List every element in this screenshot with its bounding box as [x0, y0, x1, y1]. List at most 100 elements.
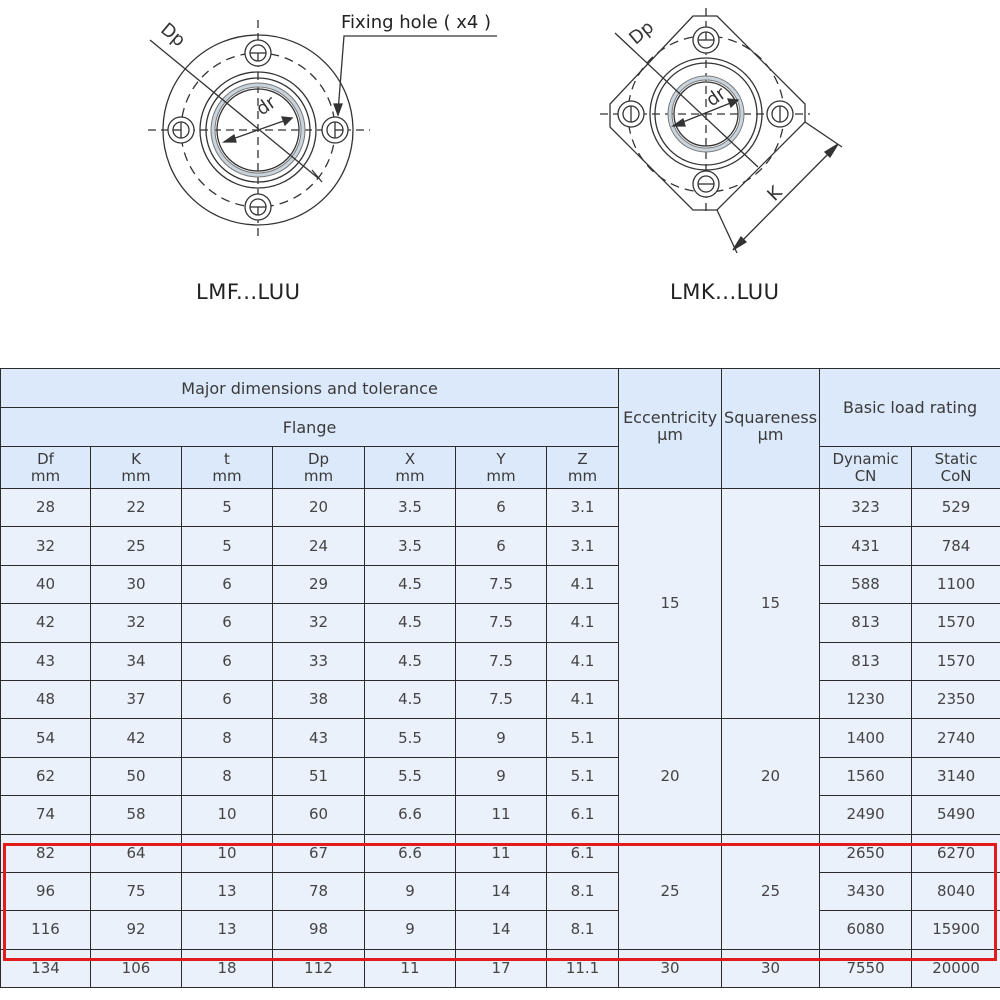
cell-dp: 38: [272, 679, 365, 720]
flange-header: Flange: [0, 407, 620, 447]
cell-x: 3.5: [364, 526, 456, 566]
cell-z: 3.1: [545, 487, 620, 528]
cell-x: 11: [364, 948, 456, 989]
cell-dynamic: 813: [819, 641, 913, 681]
cell-k: 92: [90, 910, 182, 950]
cell-static: 784: [911, 526, 1000, 566]
cell-dynamic: 6080: [819, 910, 913, 950]
cell-dp: 20: [272, 487, 365, 528]
cell-t: 6: [181, 564, 273, 605]
cell-df: 74: [0, 795, 91, 835]
cell-x: 4.5: [364, 564, 456, 605]
cell-z: 6.1: [545, 795, 620, 835]
cell-k: 30: [90, 564, 182, 605]
table-row-highlighted: 82 64 10 67 6.6 11 6.1 25 25 2650 6270: [0, 833, 1000, 950]
cell-dp: 24: [272, 526, 365, 566]
cell-eccentricity: 20: [618, 718, 723, 835]
cell-eccentricity: 25: [618, 833, 723, 950]
cell-dynamic: 431: [819, 526, 913, 566]
table-row: 40 30 6 29 4.5 7.5 4.1 588 1100: [0, 564, 1000, 605]
lmk-drawing: Dp dr K: [580, 0, 880, 270]
cell-df: 42: [0, 603, 91, 643]
cell-z: 5.1: [545, 756, 620, 797]
cell-k: 42: [90, 718, 182, 758]
cell-k: 106: [90, 948, 182, 989]
cell-dynamic: 323: [819, 487, 913, 528]
table-row-highlighted: 96 75 13 78 9 14 8.1 3430 8040: [0, 871, 1000, 912]
cell-z: 8.1: [545, 910, 620, 950]
cell-dp: 67: [272, 833, 365, 873]
cell-dynamic: 1400: [819, 718, 913, 758]
table-row: 48 37 6 38 4.5 7.5 4.1 1230 2350: [0, 679, 1000, 720]
cell-k: 64: [90, 833, 182, 873]
table-row: 62 50 8 51 5.5 9 5.1 1560 3140: [0, 756, 1000, 797]
cell-dp: 98: [272, 910, 365, 950]
cell-dynamic: 2490: [819, 795, 913, 835]
cell-df: 116: [0, 910, 91, 950]
cell-k: 75: [90, 871, 182, 912]
cell-df: 28: [0, 487, 91, 528]
cell-t: 13: [181, 910, 273, 950]
cell-t: 6: [181, 679, 273, 720]
load-rating-header: Basic load rating: [819, 368, 1000, 447]
table-row: 28 22 5 20 3.5 6 3.1 15 15 323 529: [0, 487, 1000, 720]
cell-squareness: 25: [721, 833, 821, 950]
spec-table: Major dimensions and tolerance Eccentric…: [0, 368, 1000, 989]
cell-k: 50: [90, 756, 182, 797]
cell-df: 54: [0, 718, 91, 758]
cell-z: 4.1: [545, 564, 620, 605]
cell-x: 6.6: [364, 833, 456, 873]
cell-z: 6.1: [545, 833, 620, 873]
cell-z: 11.1: [545, 948, 620, 989]
cell-x: 9: [364, 910, 456, 950]
cell-y: 14: [455, 910, 547, 950]
cell-x: 3.5: [364, 487, 456, 528]
cell-t: 10: [181, 795, 273, 835]
eccentricity-header: Eccentricity µm: [618, 368, 723, 489]
cell-squareness: 20: [721, 718, 821, 835]
cell-t: 10: [181, 833, 273, 873]
cell-static: 529: [911, 487, 1000, 528]
cell-static: 1100: [911, 564, 1000, 605]
cell-static: 20000: [911, 948, 1000, 989]
cell-z: 8.1: [545, 871, 620, 912]
lmf-dr-label: dr: [252, 92, 280, 120]
cell-k: 37: [90, 679, 182, 720]
cell-eccentricity: 30: [618, 948, 723, 989]
group-header: Major dimensions and tolerance: [0, 368, 620, 408]
table-row: 134 106 18 112 11 17 11.1 30 30 7550 200…: [0, 948, 1000, 989]
cell-dp: 43: [272, 718, 365, 758]
cell-y: 11: [455, 795, 547, 835]
cell-t: 6: [181, 641, 273, 681]
squareness-unit: µm: [757, 425, 784, 444]
cell-x: 4.5: [364, 603, 456, 643]
table-row: 54 42 8 43 5.5 9 5.1 20 20 1400 2740: [0, 718, 1000, 835]
cell-x: 4.5: [364, 679, 456, 720]
lmk-caption: LMK...LUU: [670, 280, 780, 304]
lmf-flange-diagram: Dp dr Fixing hole ( x4 ): [148, 12, 497, 240]
cell-static: 1570: [911, 603, 1000, 643]
cell-static: 15900: [911, 910, 1000, 950]
table-row: 32 25 5 24 3.5 6 3.1 431 784: [0, 526, 1000, 566]
cell-dp: 32: [272, 603, 365, 643]
cell-z: 3.1: [545, 526, 620, 566]
cell-squareness: 30: [721, 948, 821, 989]
cell-x: 5.5: [364, 718, 456, 758]
cell-dp: 112: [272, 948, 365, 989]
eccentricity-unit: µm: [657, 425, 683, 444]
cell-y: 7.5: [455, 603, 547, 643]
cell-static: 8040: [911, 871, 1000, 912]
cell-eccentricity: 15: [618, 487, 723, 720]
cell-static: 2350: [911, 679, 1000, 720]
cell-z: 4.1: [545, 679, 620, 720]
cell-static: 5490: [911, 795, 1000, 835]
cell-t: 5: [181, 526, 273, 566]
fixing-hole-label: Fixing hole ( x4 ): [341, 12, 491, 33]
